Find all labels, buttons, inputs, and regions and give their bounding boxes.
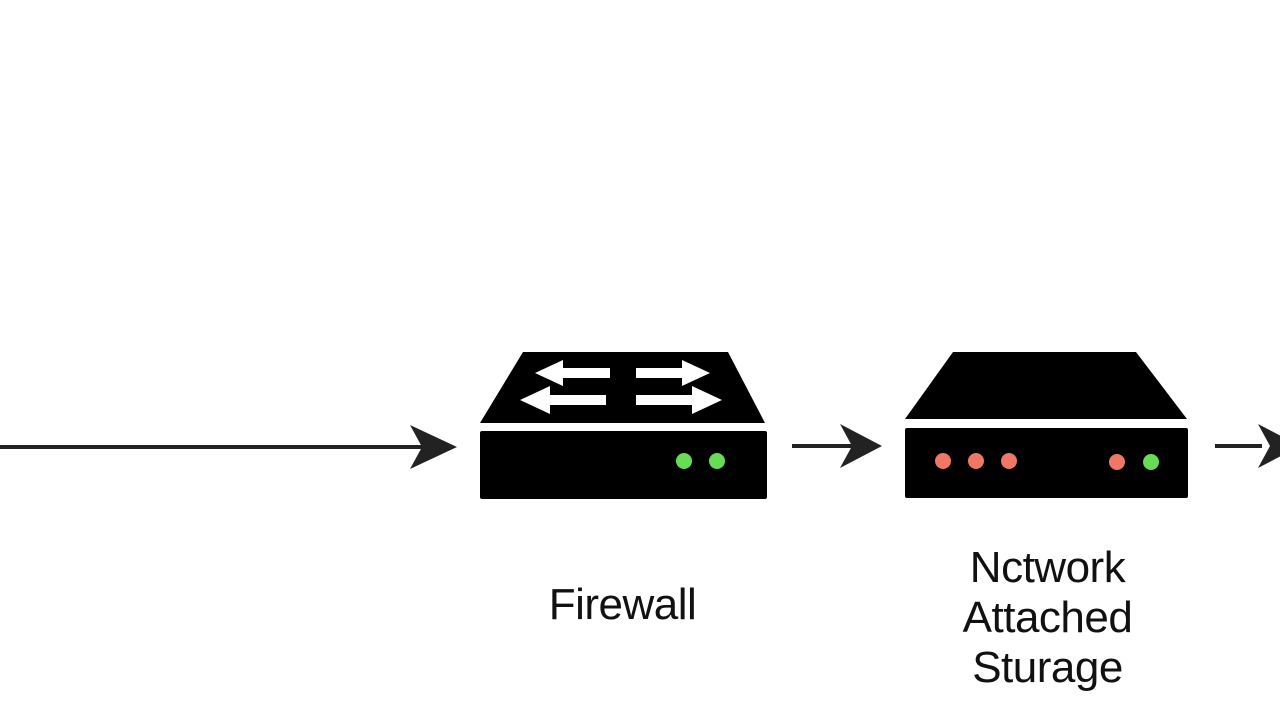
- arrow-to-firewall: [0, 425, 457, 469]
- nas-led-2: [968, 453, 984, 469]
- arrow-from-nas: [1215, 424, 1280, 468]
- nas-label-line-1: Nctwork: [969, 543, 1126, 592]
- bidirectional-arrows-icon: [520, 360, 722, 414]
- firewall-led-1: [676, 453, 692, 469]
- nas-led-5: [1143, 454, 1159, 470]
- nas-label-line-2: Attached: [962, 593, 1133, 642]
- nas-label-line-3: Sturage: [972, 643, 1123, 692]
- nas-led-3: [1001, 453, 1017, 469]
- nas-led-4: [1109, 454, 1125, 470]
- arrow-firewall-to-nas: [792, 424, 882, 468]
- nas-device-icon: [905, 352, 1188, 498]
- firewall-switch-icon: [480, 352, 767, 499]
- nas-label: Nctwork Attached Sturage: [930, 543, 1165, 693]
- nas-led-1: [935, 453, 951, 469]
- firewall-led-2: [709, 453, 725, 469]
- firewall-label: Firewall: [548, 580, 697, 629]
